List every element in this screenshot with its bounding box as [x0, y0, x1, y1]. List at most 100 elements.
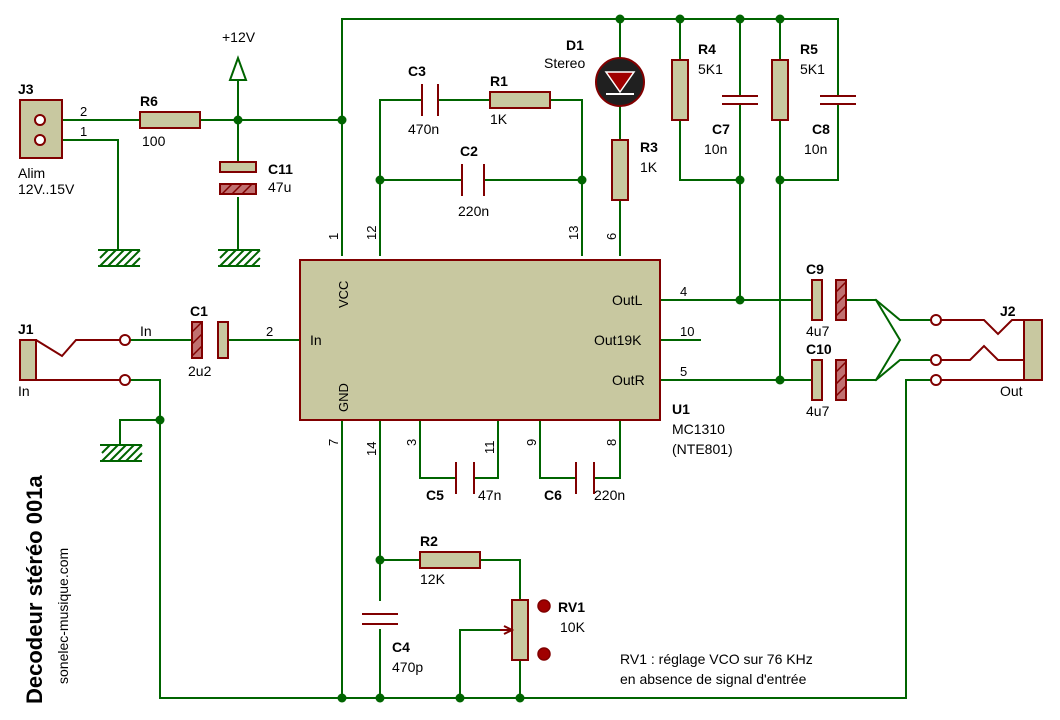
junction-dot — [735, 14, 745, 24]
junction-dot — [775, 175, 785, 185]
resistor-r5 — [771, 59, 789, 121]
j3-desc: Alim — [18, 165, 45, 181]
ic-part-alt: (NTE801) — [672, 441, 733, 457]
capacitor-c8 — [820, 95, 856, 105]
led-d1 — [595, 57, 645, 107]
pin-number: 14 — [364, 442, 379, 456]
ic-u1-body — [299, 259, 661, 421]
ic-pin-name-outl: OutL — [612, 292, 643, 308]
c6-ref: C6 — [544, 487, 562, 503]
junction-dot — [775, 375, 785, 385]
c7-value: 10n — [704, 141, 727, 157]
ground-symbol — [218, 249, 261, 267]
junction-dot — [375, 175, 385, 185]
junction-dot — [455, 693, 465, 703]
rv1-ref: RV1 — [558, 599, 585, 615]
r4-value: 5K1 — [698, 61, 723, 77]
junction-dot — [775, 14, 785, 24]
j3-pin1: 1 — [80, 124, 87, 139]
resistor-r4 — [671, 59, 689, 121]
capacitor-c6 — [575, 462, 595, 494]
website-label: sonelec-musique.com — [55, 548, 71, 684]
capacitor-c3 — [421, 84, 439, 116]
junction-dot — [155, 415, 165, 425]
pin-number: 7 — [326, 439, 341, 446]
connector-j3 — [19, 99, 63, 159]
junction-dot — [577, 175, 587, 185]
junction-dot — [675, 14, 685, 24]
resistor-r1 — [489, 91, 551, 109]
j2-ref: J2 — [1000, 303, 1016, 319]
r4-ref: R4 — [698, 41, 716, 57]
pin-number: 4 — [680, 284, 687, 299]
r1-value: 1K — [490, 111, 508, 127]
c3-ref: C3 — [408, 63, 426, 79]
pin-number: 13 — [566, 226, 581, 240]
j3-pin2: 2 — [80, 104, 87, 119]
r6-ref: R6 — [140, 93, 158, 109]
pin-number: 3 — [404, 439, 419, 446]
c1-ref: C1 — [190, 303, 208, 319]
pin-number: 12 — [364, 226, 379, 240]
note-line1: RV1 : réglage VCO sur 76 KHz — [620, 651, 813, 667]
resistor-r3 — [611, 139, 629, 201]
c2-value: 220n — [458, 203, 489, 219]
c9-ref: C9 — [806, 261, 824, 277]
connector-j2 — [930, 314, 1043, 386]
junction-dot — [515, 693, 525, 703]
junction-dot — [375, 693, 385, 703]
c11-value: 47u — [268, 179, 291, 195]
junction-dot — [735, 295, 745, 305]
supply-label: +12V — [222, 29, 256, 45]
j1-pin-label: In — [140, 323, 152, 339]
note-line2: en absence de signal d'entrée — [620, 671, 807, 687]
potentiometer-rv1 — [500, 599, 551, 661]
pin-number: 11 — [482, 441, 497, 455]
c6-value: 220n — [594, 487, 625, 503]
r6-value: 100 — [142, 133, 166, 149]
capacitor-c9 — [811, 279, 847, 321]
supply-arrow-icon — [228, 55, 248, 81]
c9-value: 4u7 — [806, 323, 830, 339]
c5-value: 47n — [478, 487, 501, 503]
wires — [49, 18, 945, 699]
c11-ref: C11 — [268, 161, 293, 177]
c5-ref: C5 — [426, 487, 444, 503]
d1-value: Stereo — [544, 55, 585, 71]
r5-ref: R5 — [800, 41, 818, 57]
capacitor-c11 — [219, 161, 257, 195]
ic-pin-name-in: In — [310, 332, 322, 348]
capacitor-c1 — [191, 321, 229, 359]
pin-number: 6 — [604, 233, 619, 240]
c8-ref: C8 — [812, 121, 830, 137]
capacitor-c7 — [722, 95, 758, 105]
c3-value: 470n — [408, 121, 439, 137]
page-title: Decodeur stéréo 001a — [22, 475, 47, 704]
ground-symbol — [100, 444, 143, 462]
j2-desc: Out — [1000, 383, 1023, 399]
r5-value: 5K1 — [800, 61, 825, 77]
ic-pin-name-gnd: GND — [336, 383, 351, 412]
pin-number: 2 — [266, 324, 273, 339]
c8-value: 10n — [804, 141, 827, 157]
r2-ref: R2 — [420, 533, 438, 549]
capacitor-c10 — [811, 359, 847, 401]
junction-dot — [375, 555, 385, 565]
c10-value: 4u7 — [806, 403, 830, 419]
junction-dot — [615, 14, 625, 24]
capacitor-c2 — [461, 164, 485, 196]
d1-ref: D1 — [566, 37, 584, 53]
c4-ref: C4 — [392, 639, 410, 655]
ground-symbol — [98, 249, 141, 267]
c4-value: 470p — [392, 659, 423, 675]
capacitor-c4 — [362, 613, 398, 625]
resistor-r2 — [419, 551, 481, 569]
c2-ref: C2 — [460, 143, 478, 159]
c7-ref: C7 — [712, 121, 730, 137]
junction-dot — [337, 693, 347, 703]
r1-ref: R1 — [490, 73, 508, 89]
pin-number: 8 — [604, 439, 619, 446]
r3-ref: R3 — [640, 139, 658, 155]
capacitor-c5 — [455, 462, 475, 494]
